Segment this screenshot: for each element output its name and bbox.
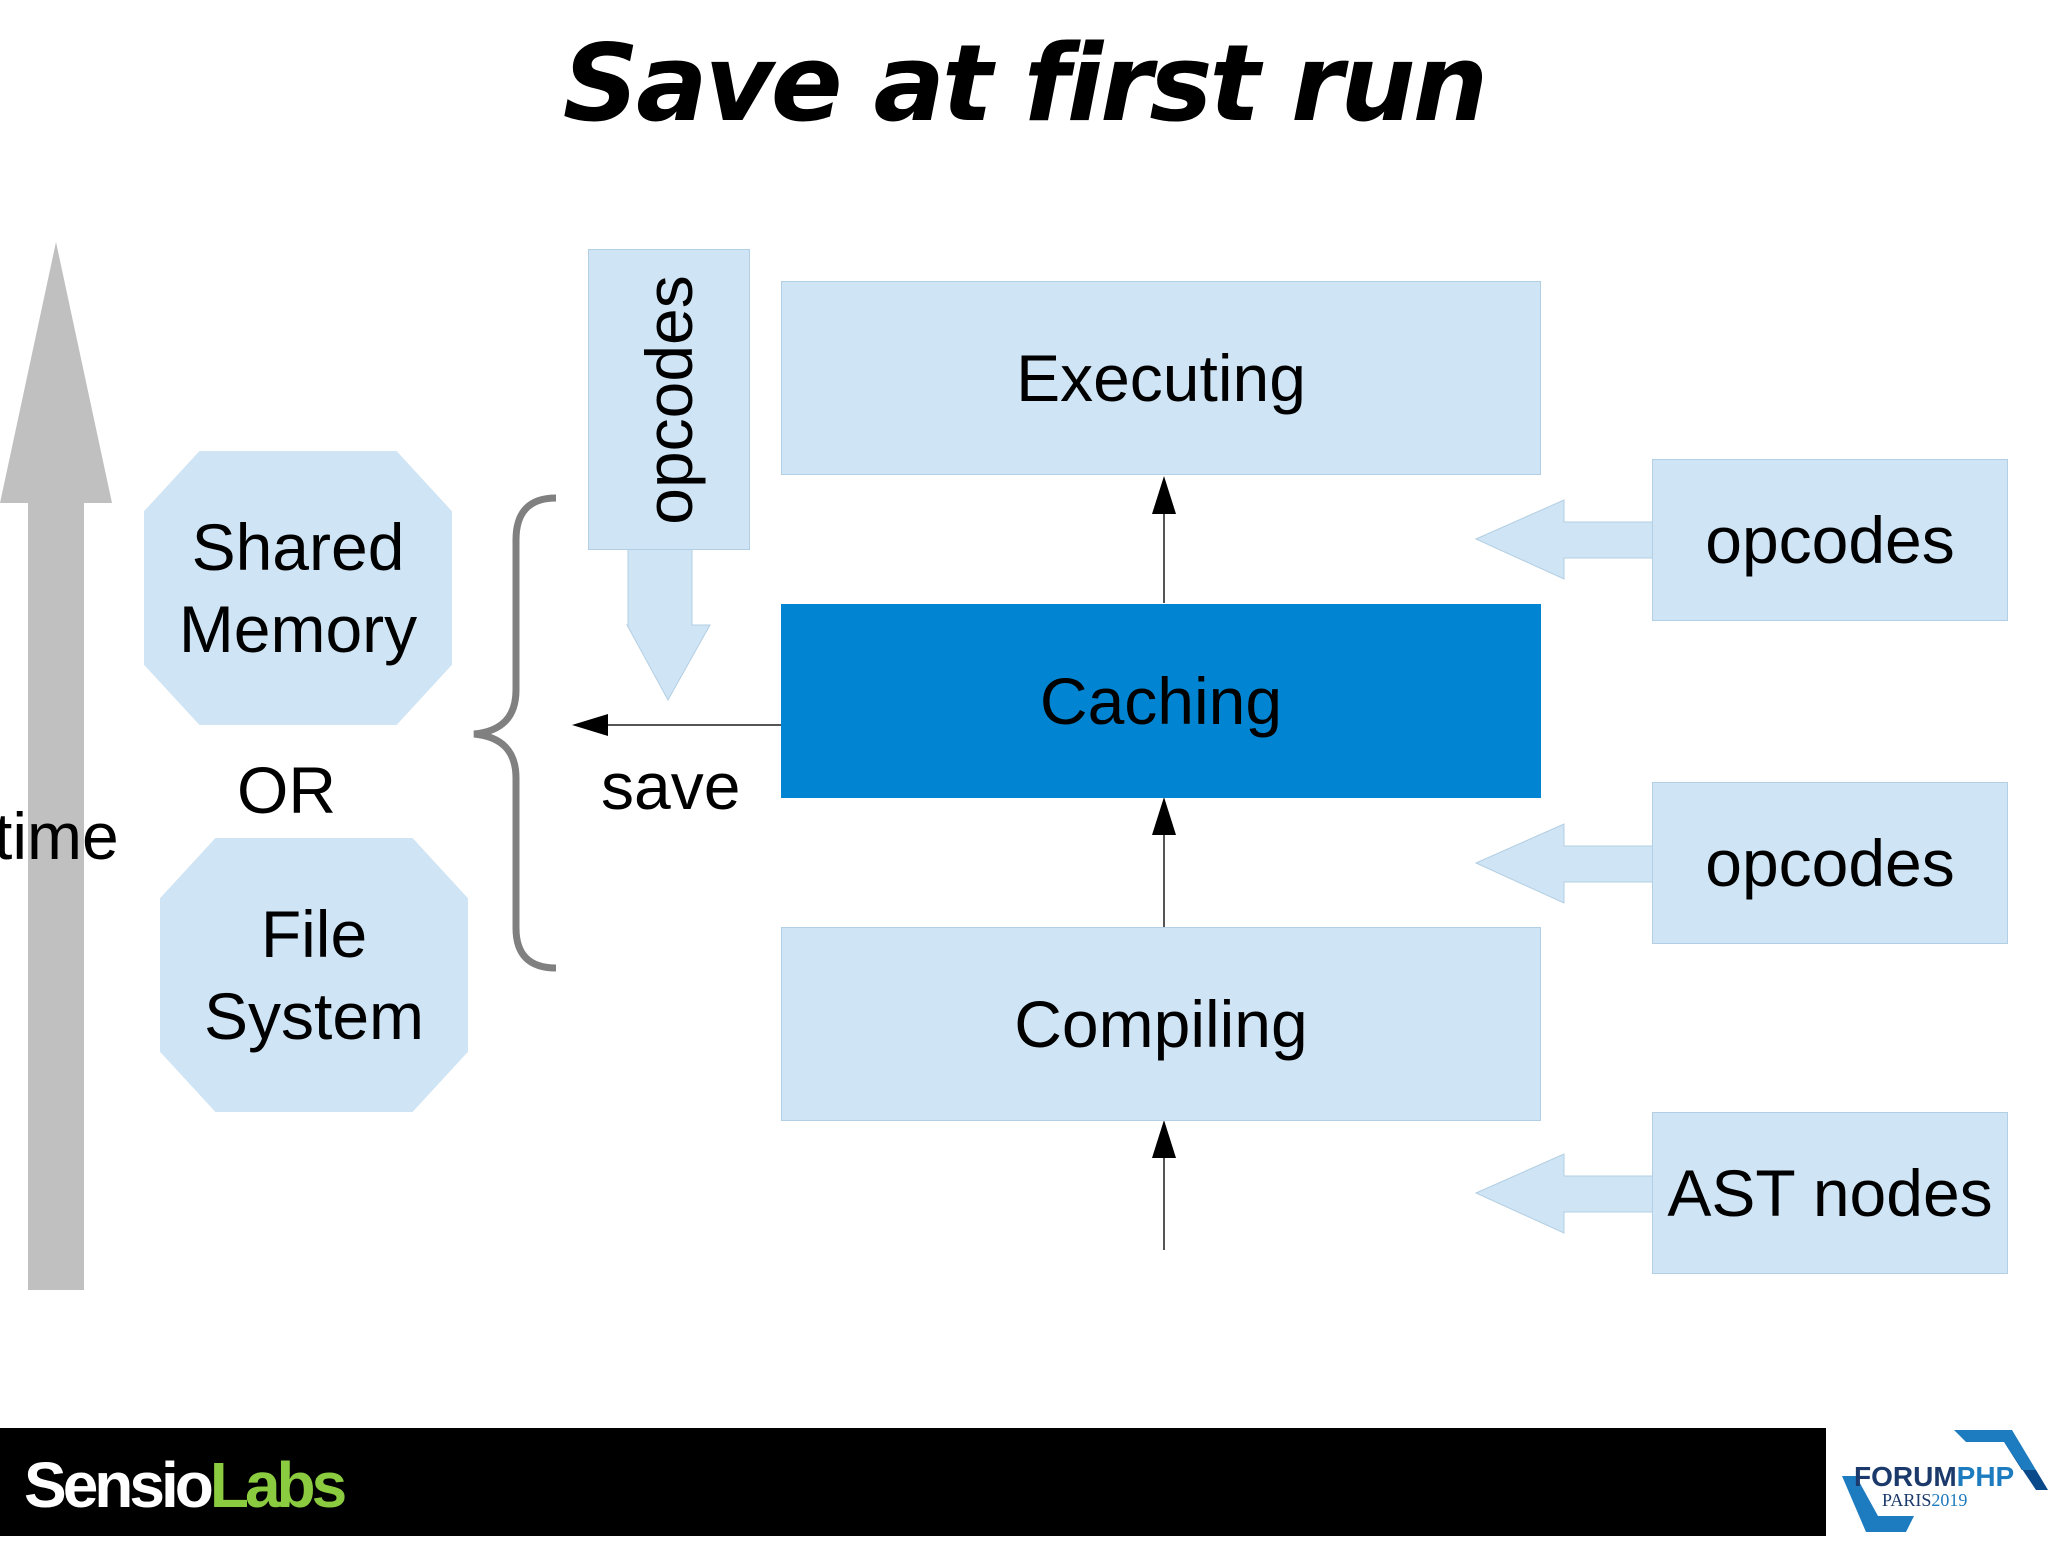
slide-title: Save at first run xyxy=(562,22,1488,145)
forumphp-logo-shapes: FORUMPHP PARIS2019 xyxy=(1842,1430,2048,1532)
compile-to-cache-head xyxy=(1152,797,1176,835)
executing-label: Executing xyxy=(1016,341,1306,415)
opcodes-down-arrow xyxy=(626,548,711,702)
compile-in-head xyxy=(1152,1120,1176,1158)
opcodes-middle-label: opcodes xyxy=(1705,826,1955,900)
svg-text:PARIS2019: PARIS2019 xyxy=(1882,1490,1967,1510)
opcodes-middle-box: opcodes xyxy=(1652,782,2008,944)
footer-bar xyxy=(0,1428,1826,1536)
caching-label: Caching xyxy=(1039,664,1283,738)
compiling-label: Compiling xyxy=(1014,987,1308,1061)
ast-nodes-arrow xyxy=(1474,1153,1654,1234)
shared-memory-line2: Memory xyxy=(178,592,418,666)
ast-nodes-box: AST nodes xyxy=(1652,1112,2008,1274)
save-arrow-head xyxy=(572,714,608,736)
event-year: 2019 xyxy=(1931,1490,1967,1510)
shared-memory-line1: Shared xyxy=(191,510,405,584)
event-city: PARIS xyxy=(1882,1490,1931,1510)
brand-part1: Sensio xyxy=(24,1449,214,1521)
file-system-line2: System xyxy=(203,979,425,1053)
opcodes-top-arrow xyxy=(1474,499,1654,580)
executing-box: Executing xyxy=(781,281,1541,475)
cache-to-exec-head xyxy=(1152,476,1176,514)
file-system-box: File System xyxy=(160,838,468,1112)
event-name-part1: FORUM xyxy=(1854,1461,1957,1492)
shared-memory-box: Shared Memory xyxy=(144,451,452,725)
or-label: OR xyxy=(237,753,336,827)
opcodes-middle-arrow xyxy=(1474,823,1654,904)
file-system-line1: File xyxy=(260,897,368,971)
forumphp-logo: FORUMPHP PARIS2019 xyxy=(1826,1428,2048,1536)
brand-part2: Labs xyxy=(209,1449,347,1521)
opcodes-vertical-box: opcodes xyxy=(588,249,750,550)
opcodes-vertical-label: opcodes xyxy=(632,274,706,525)
sensiolabs-logo: SensioLabs xyxy=(24,1448,347,1522)
time-label: time xyxy=(0,799,119,873)
save-label: save xyxy=(601,749,741,823)
event-name-part2: PHP xyxy=(1957,1461,2015,1492)
ast-nodes-label: AST nodes xyxy=(1667,1156,1993,1230)
compiling-box: Compiling xyxy=(781,927,1541,1121)
storage-brace xyxy=(473,494,557,972)
svg-text:FORUMPHP: FORUMPHP xyxy=(1854,1461,2014,1492)
opcodes-top-box: opcodes xyxy=(1652,459,2008,621)
time-arrow xyxy=(0,242,112,1290)
opcodes-top-label: opcodes xyxy=(1705,503,1955,577)
caching-box: Caching xyxy=(781,604,1541,798)
